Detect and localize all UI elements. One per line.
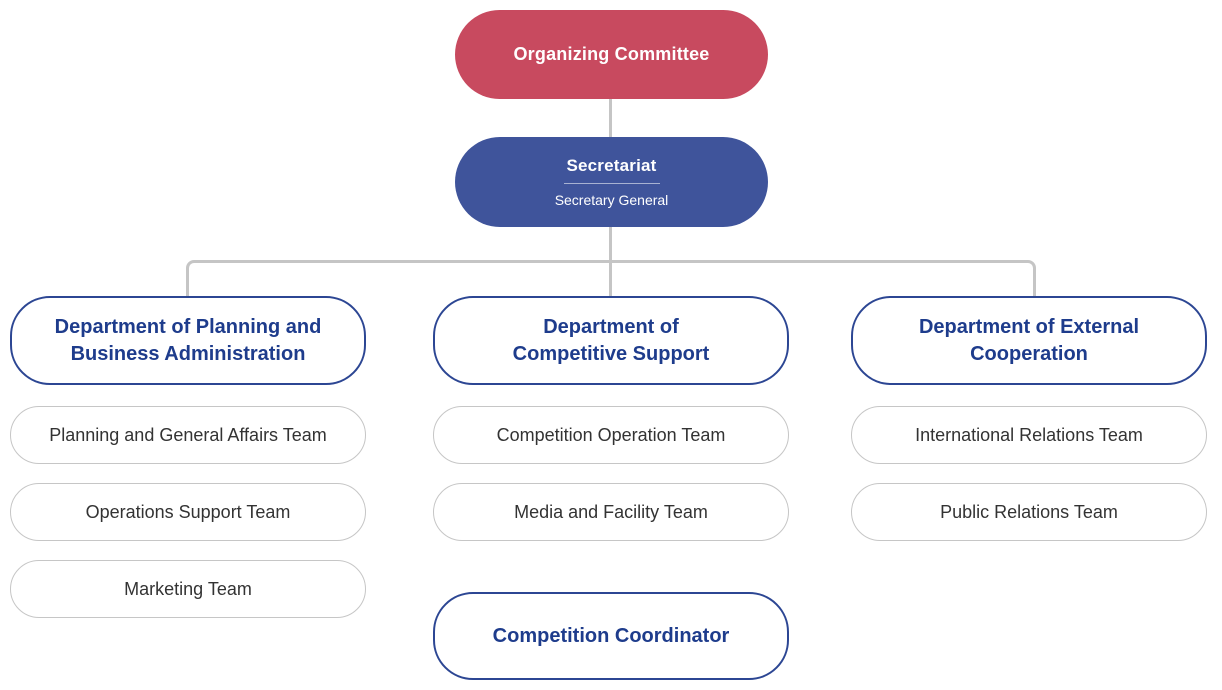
connector-root-secretariat — [609, 98, 612, 138]
organizing-committee-label: Organizing Committee — [513, 44, 710, 64]
node-organizing-committee: Organizing Committee — [455, 10, 768, 99]
secretariat-title: Secretariat — [566, 156, 657, 175]
node-department-competitive-support: Department of Competitive Support — [433, 296, 789, 385]
department-column-planning: Department of Planning and Business Admi… — [10, 296, 366, 637]
connector-branch-bracket — [186, 260, 1036, 296]
node-team-international-relations: International Relations Team — [851, 406, 1207, 464]
node-department-planning: Department of Planning and Business Admi… — [10, 296, 366, 385]
node-team-media-facility: Media and Facility Team — [433, 483, 789, 541]
node-competition-coordinator: Competition Coordinator — [433, 592, 789, 680]
secretariat-subtitle: Secretary General — [554, 192, 669, 208]
department-column-external-cooperation: Department of External Cooperation Inter… — [851, 296, 1207, 560]
node-team-competition-operation: Competition Operation Team — [433, 406, 789, 464]
node-department-external-cooperation: Department of External Cooperation — [851, 296, 1207, 385]
node-team-public-relations: Public Relations Team — [851, 483, 1207, 541]
secretariat-divider — [563, 183, 660, 184]
node-secretariat: Secretariat Secretary General — [455, 137, 768, 227]
node-team-planning-general-affairs: Planning and General Affairs Team — [10, 406, 366, 464]
department-column-competitive-support: Department of Competitive Support Compet… — [433, 296, 789, 680]
node-team-marketing: Marketing Team — [10, 560, 366, 618]
node-team-operations-support: Operations Support Team — [10, 483, 366, 541]
